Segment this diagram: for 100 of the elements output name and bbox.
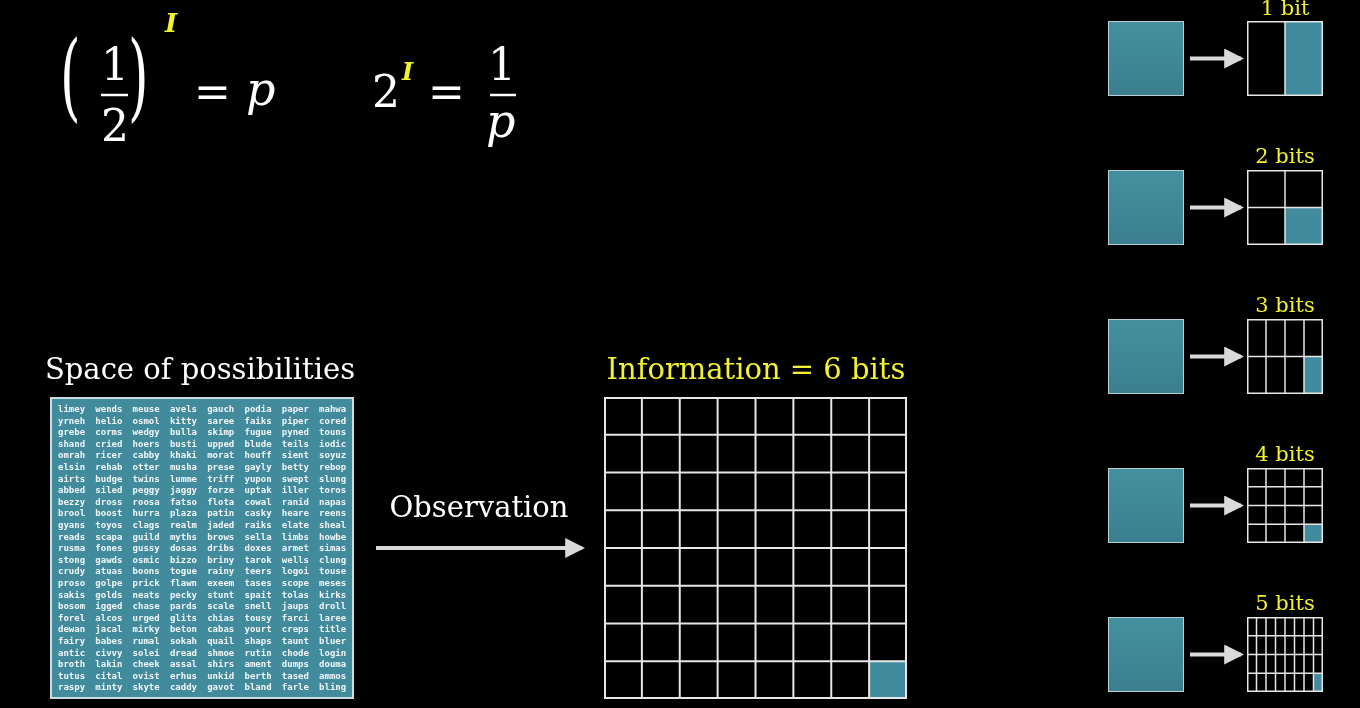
word-text: chode: [281, 647, 309, 659]
word-text: sokah: [169, 636, 197, 647]
word-text: fairy: [58, 636, 86, 647]
word-text: mahwa: [319, 404, 347, 415]
word-text: logoi: [281, 566, 309, 578]
word-text: uptak: [244, 485, 272, 497]
word-text: toyos: [95, 520, 123, 531]
word-text: yrneh: [58, 415, 86, 427]
word-text: exeem: [207, 578, 235, 589]
word-text: plaza: [169, 508, 197, 520]
word-text: flota: [207, 496, 235, 508]
word-text: iller: [281, 485, 309, 497]
word-text: touns: [319, 427, 347, 439]
word-text: rusma: [58, 543, 86, 555]
word-text: patin: [207, 508, 235, 520]
word-text: simas: [319, 543, 347, 555]
word-text: spait: [244, 589, 272, 601]
word-text: brool: [58, 508, 86, 520]
word-text: pyned: [281, 427, 309, 439]
formula-text: =: [428, 70, 465, 114]
word-text: skimp: [207, 427, 235, 439]
word-text: wends: [95, 404, 123, 415]
word-text: dewan: [58, 624, 86, 636]
edge-label: Observation: [389, 490, 569, 524]
word-text: yourt: [244, 624, 272, 636]
word-text: rutin: [244, 647, 272, 659]
arrow: [1190, 644, 1245, 665]
word-text: teers: [244, 566, 272, 578]
word-text: gayly: [244, 462, 272, 473]
word-text: helio: [95, 415, 123, 427]
word-text: yupon: [244, 473, 272, 485]
word-text: dread: [169, 647, 197, 659]
word-text: busti: [169, 438, 197, 450]
word-text: togue: [169, 566, 197, 578]
word-text: paper: [281, 404, 309, 415]
word-text: proso: [58, 578, 86, 589]
word-text: scale: [207, 601, 235, 613]
word-text: wedgy: [132, 427, 160, 439]
word-text: jaups: [281, 601, 309, 613]
word-text: civvy: [95, 647, 123, 659]
word-text: tases: [244, 578, 272, 589]
parenthesis-text: (: [60, 28, 81, 124]
word-text: clags: [132, 520, 160, 531]
word-text: rainy: [207, 566, 235, 578]
word-text: gavot: [207, 682, 235, 694]
word-text: erhus: [169, 670, 197, 682]
word-text: login: [319, 647, 347, 659]
word-text: assal: [169, 659, 197, 671]
word-text: twins: [132, 473, 160, 485]
word-text: briny: [207, 554, 235, 566]
arrow: [1190, 48, 1245, 69]
word-text: chase: [132, 601, 160, 613]
word-text: rebop: [319, 462, 347, 473]
word-text: shaps: [244, 636, 272, 647]
word-text: otter: [132, 462, 160, 473]
word-text: bland: [244, 682, 272, 694]
word-text: peggy: [132, 485, 160, 497]
word-text: saree: [207, 415, 235, 427]
word-text: caddy: [169, 682, 197, 694]
formula-text: 1: [101, 43, 129, 87]
word-text: ricer: [95, 450, 123, 462]
word-text: grebe: [58, 427, 86, 439]
word-text: stong: [58, 554, 86, 566]
word-text: cabby: [132, 450, 160, 462]
word-text: glits: [169, 612, 197, 624]
word-text: sient: [281, 450, 309, 462]
word-text: roosa: [132, 496, 160, 508]
word-text: cheek: [132, 659, 160, 671]
word-text: mirky: [132, 624, 160, 636]
word-text: piper: [281, 415, 309, 427]
word-text: shirs: [207, 659, 235, 671]
word-text: fones: [95, 543, 123, 555]
word-text: slung: [319, 473, 347, 485]
word-text: skyte: [132, 682, 160, 694]
word-text: jaggy: [169, 485, 197, 497]
word-text: golds: [95, 589, 123, 601]
word-text: sella: [244, 531, 272, 543]
word-text: soyuz: [319, 450, 347, 462]
word-text: raiks: [244, 520, 272, 531]
heading-text: Information = 6 bits: [606, 352, 906, 386]
word-text: shmoe: [207, 647, 235, 659]
word-text: clung: [319, 554, 347, 566]
word-text: swept: [281, 473, 309, 485]
word-text: shand: [58, 438, 86, 450]
word-text: taunt: [281, 636, 309, 647]
word-text: unkid: [207, 670, 235, 682]
word-text: realm: [169, 520, 197, 531]
word-text: brows: [207, 531, 235, 543]
word-text: rehab: [95, 462, 123, 473]
word-text: cabas: [207, 624, 235, 636]
word-text: neats: [132, 589, 160, 601]
word-text: bezzy: [58, 496, 86, 508]
word-text: hoers: [132, 438, 160, 450]
word-text: upped: [207, 438, 235, 450]
word-text: jaded: [207, 520, 235, 531]
word-text: hurra: [132, 508, 160, 520]
word-text: sheal: [319, 520, 347, 531]
word-text: dribs: [207, 543, 235, 555]
word-text: bosom: [58, 601, 86, 613]
word-text: myths: [169, 531, 197, 543]
